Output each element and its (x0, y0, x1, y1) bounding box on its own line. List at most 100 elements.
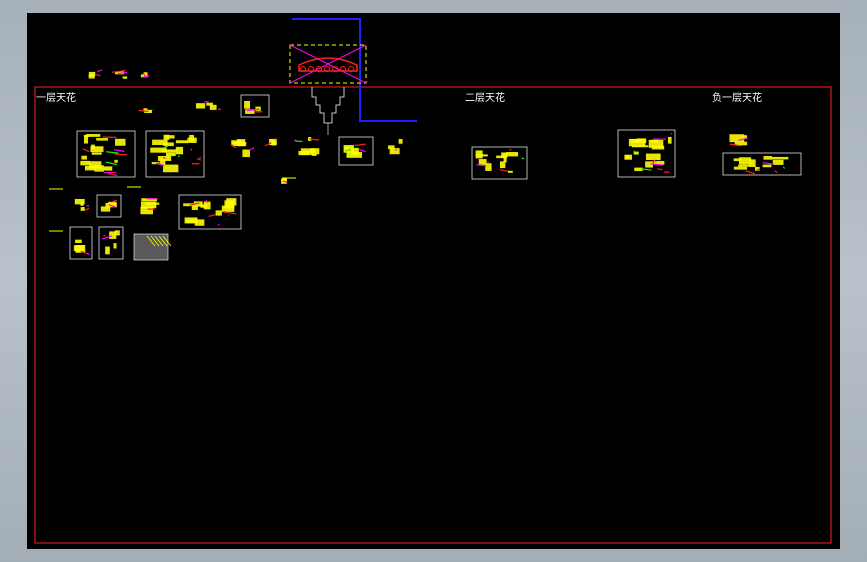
detail-mark (636, 138, 647, 144)
detail-line (223, 211, 237, 215)
blue-wire-line (292, 18, 417, 122)
detail-mark (162, 164, 179, 173)
detail-mark (506, 152, 519, 157)
detail-line (274, 137, 277, 141)
detail-line (294, 139, 297, 142)
detail-mark (89, 161, 102, 169)
detail-line (190, 148, 193, 151)
detail-mark (105, 246, 110, 255)
drawing-frame (34, 86, 832, 544)
detail-mark (645, 153, 661, 161)
detail-mark (90, 146, 104, 153)
detail-line (641, 168, 652, 171)
detail-mark (245, 109, 255, 114)
detail-line (114, 153, 128, 156)
detail-mark (733, 166, 748, 170)
detail-mark (175, 146, 184, 155)
detail-line (218, 108, 222, 111)
detail-line (177, 155, 180, 158)
detail-line (309, 138, 320, 141)
detail-line (142, 75, 150, 78)
detail-mark (738, 157, 752, 165)
detail-line (86, 252, 90, 256)
detail-mark (388, 145, 395, 150)
detail-mark (83, 136, 89, 144)
detail-line (670, 132, 673, 135)
detail-mark (161, 149, 177, 153)
top-detail-arch (298, 57, 358, 72)
detail-line (359, 148, 366, 153)
detail-mark (80, 160, 91, 166)
detail-line (106, 151, 119, 154)
pattern-tile-hatch (158, 235, 168, 247)
detail-mark (100, 206, 111, 212)
detail-mark (88, 71, 96, 77)
stepped-section (311, 87, 345, 124)
detail-line (189, 202, 200, 206)
detail-line (105, 161, 118, 166)
detail-mark (165, 135, 175, 139)
detail-line (738, 137, 748, 142)
detail-line (138, 109, 149, 112)
section-label-basement-ceiling: 负一层天花 (712, 93, 762, 104)
top-detail-cross (289, 44, 367, 84)
detail-mark (742, 135, 748, 139)
detail-line (198, 156, 202, 159)
detail-mark (650, 139, 659, 143)
drawing-block-frame (471, 146, 528, 180)
detail-line (657, 168, 663, 171)
detail-line (476, 164, 487, 167)
detail-mark (351, 147, 359, 155)
detail-mark (103, 166, 113, 171)
detail-mark (624, 154, 632, 160)
detail-mark (114, 230, 120, 236)
detail-mark (81, 155, 87, 160)
detail-line (163, 145, 169, 149)
detail-mark (194, 219, 205, 226)
detail-mark (186, 219, 197, 223)
detail-line (246, 108, 260, 112)
detail-line (196, 158, 202, 161)
detail-mark (183, 203, 195, 207)
detail-mark (269, 138, 277, 145)
detail-line (85, 207, 90, 211)
detail-mark (298, 150, 310, 156)
detail-line (217, 223, 220, 226)
detail-mark (175, 140, 189, 144)
detail-line (108, 204, 116, 208)
drawing-block-frame (98, 226, 124, 260)
detail-mark (244, 100, 251, 109)
section-label-first-floor-ceiling: 一层天花 (36, 93, 76, 104)
drawing-viewport[interactable]: 一层天花 二层天花 负一层天花 (27, 13, 840, 549)
drawing-block-frame (240, 94, 270, 118)
detail-mark (485, 163, 492, 171)
detail-mark (209, 104, 217, 110)
detail-mark (749, 159, 756, 168)
detail-line (82, 148, 90, 153)
cad-drawing-canvas (34, 18, 832, 544)
detail-line (111, 199, 118, 203)
detail-mark (772, 159, 784, 165)
detail-mark (200, 204, 207, 208)
detail-mark (109, 231, 117, 239)
detail-mark (74, 198, 85, 205)
detail-mark (631, 145, 649, 148)
detail-line (103, 171, 117, 174)
pattern-tile-hatch (162, 235, 172, 247)
detail-mark (729, 134, 745, 143)
top-detail-dot (340, 66, 346, 72)
top-detail-dot (308, 66, 314, 72)
detail-mark (389, 148, 400, 155)
detail-mark (738, 164, 751, 167)
detail-mark (141, 201, 157, 209)
detail-mark (150, 147, 167, 153)
detail-line (203, 100, 209, 103)
detail-mark (733, 158, 741, 162)
detail-line (521, 157, 525, 160)
detail-mark (215, 210, 222, 216)
detail-mark (763, 156, 773, 160)
detail-mark (762, 164, 772, 168)
detail-mark (143, 108, 148, 111)
top-detail-dot (316, 66, 322, 72)
detail-mark (141, 198, 157, 202)
